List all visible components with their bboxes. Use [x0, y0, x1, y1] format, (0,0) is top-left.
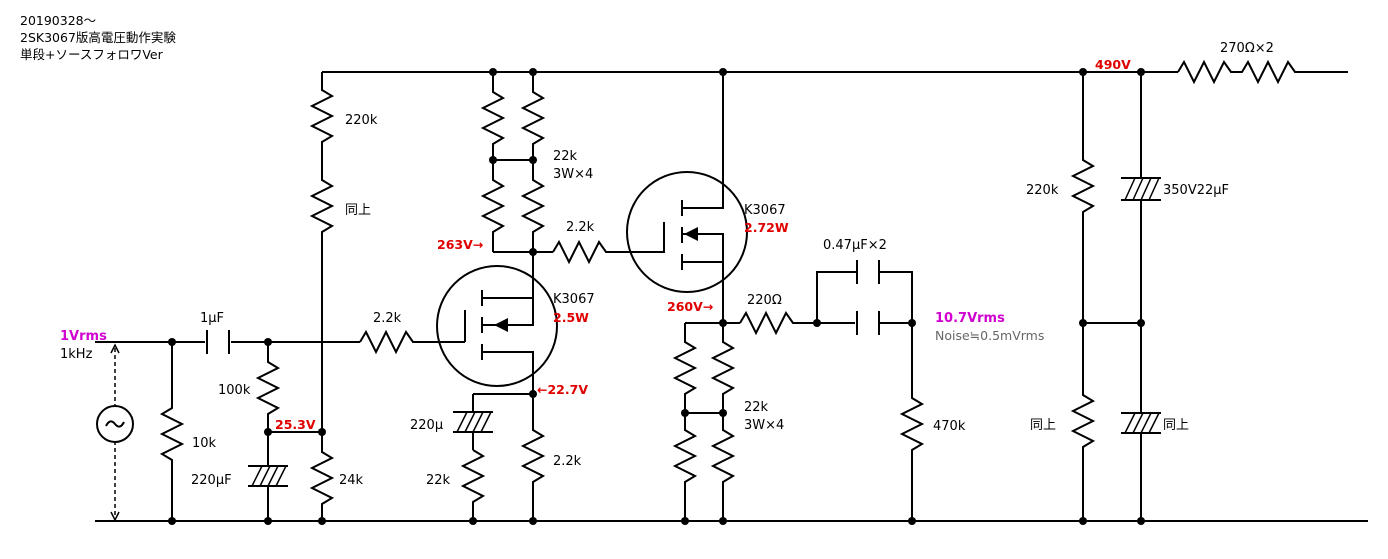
label-c-out: 0.47μF×2 [823, 238, 887, 253]
label-input-level: 1Vrms [60, 329, 107, 344]
mosfet-q2-arrow [684, 227, 698, 241]
mosfet-q2-outline [626, 171, 748, 293]
rail-270-resistors [1177, 59, 1348, 85]
resistor-100k [255, 342, 281, 466]
mosfet-q2-symbol [663, 72, 724, 323]
label-220ohm: 220Ω [747, 293, 782, 308]
label-c350v: 350V22μF [1163, 183, 1229, 198]
label-22k-source-load: 22k [744, 400, 769, 415]
resistor-gate-q2 [552, 222, 665, 265]
ac-source-wave [105, 420, 125, 428]
label-out-level: 10.7Vrms [935, 311, 1005, 326]
cap-220u-source [453, 394, 493, 450]
label-q1-name: K3067 [553, 292, 595, 307]
label-v260: 260V→ [667, 299, 713, 314]
label-2k2-source: 2.2k [553, 454, 582, 469]
label-v263: 263V→ [437, 237, 483, 252]
label-c220uF: 220μF [191, 473, 232, 488]
label-same-divider: 同上 [345, 203, 371, 218]
drain-load-right [520, 72, 546, 296]
label-noise: Noise≒0.5mVrms [935, 328, 1044, 343]
psu-cap-chain [1121, 72, 1161, 521]
label-input-freq: 1kHz [60, 347, 93, 362]
resistor-2k2-source [520, 394, 546, 521]
label-v22-7: ←22.7V [537, 382, 588, 397]
mosfet-q1-arrow [494, 318, 508, 332]
label-c-in: 1μF [200, 311, 224, 326]
label-220k-psu: 220k [1026, 183, 1059, 198]
mosfet-q1-outline [436, 265, 558, 387]
title-block: 20190328～ 2SK3067版高電圧動作実験 単段+ソースフォロワVer [20, 12, 176, 63]
label-q1-power: 2.5W [553, 310, 589, 325]
label-c220u-source: 220μ [410, 418, 443, 433]
resistor-470k [899, 323, 925, 521]
label-3w4-source-load: 3W×4 [744, 418, 784, 433]
resistor-gate-q1 [359, 329, 465, 355]
label-22k-source: 22k [426, 473, 451, 488]
source-arrows [110, 343, 120, 522]
label-psu-r-same: 同上 [1030, 418, 1056, 433]
psu-cap-hatch [1124, 177, 1160, 434]
cap-out-wires [816, 271, 913, 324]
label-24k: 24k [339, 473, 364, 488]
label-q2-power: 2.72W [744, 220, 789, 235]
cap-220u-source-hatch [456, 411, 492, 433]
label-100k: 100k [218, 383, 251, 398]
drain-load-bridge [493, 159, 553, 253]
ac-source-icon [96, 405, 134, 443]
cap-out-lower [856, 311, 880, 335]
label-gate-2k2: 2.2k [373, 311, 402, 326]
cap-out-upper [856, 260, 880, 284]
label-q2-name: K3067 [744, 203, 786, 218]
junction-dots [168, 68, 1145, 525]
label-gate2-2k2: 2.2k [566, 220, 595, 235]
label-v490: 490V [1095, 57, 1131, 72]
label-22k-drain: 22k [553, 149, 578, 164]
cap-220uF-bias-hatch [251, 465, 287, 487]
mosfet-q1-symbol [464, 290, 534, 394]
title-sub: 単段+ソースフォロワVer [20, 47, 163, 62]
label-220k-divider: 220k [345, 113, 378, 128]
label-3w4-drain: 3W×4 [553, 167, 593, 182]
resistor-22k-source [460, 449, 486, 521]
label-psu-c-same: 同上 [1163, 418, 1189, 433]
label-270ohm: 270Ω×2 [1220, 41, 1274, 56]
psu-resistor-chain [1070, 72, 1096, 521]
title-date: 20190328～ [20, 13, 97, 28]
source-load-left [672, 323, 698, 521]
label-470k: 470k [933, 419, 966, 434]
input-capacitor [206, 330, 230, 354]
label-10k: 10k [192, 436, 217, 451]
resistor-10k [159, 342, 185, 521]
resistor-220k-divider [309, 72, 335, 521]
resistor-220ohm [739, 310, 855, 336]
source-load-right [710, 323, 736, 521]
label-v25-3: 25.3V [275, 417, 316, 432]
title-main: 2SK3067版高電圧動作実験 [20, 30, 176, 45]
